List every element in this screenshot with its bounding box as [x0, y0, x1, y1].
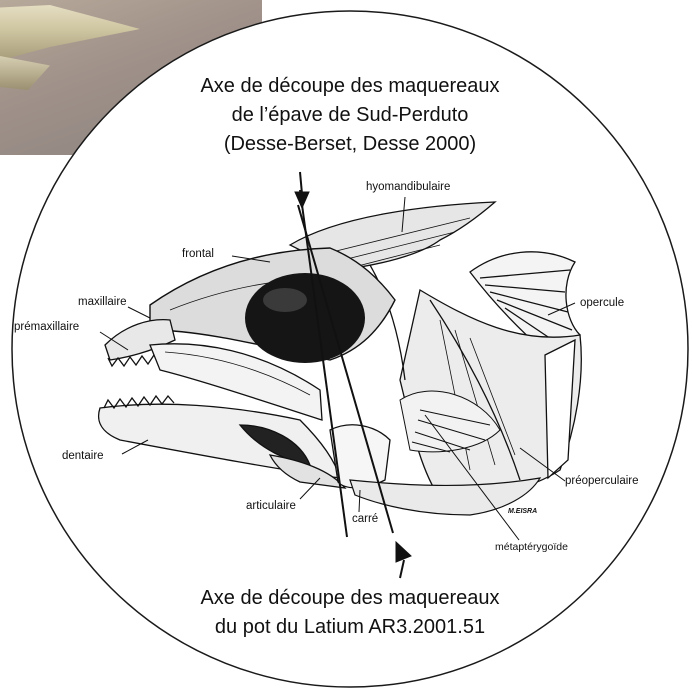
label-maxillaire: maxillaire: [78, 296, 127, 308]
caption-top-line-1: Axe de découpe des maquereaux: [120, 72, 580, 101]
orbit: [245, 273, 365, 363]
label-articulaire: articulaire: [246, 500, 296, 512]
label-metapterygoide: métaptérygoïde: [495, 541, 568, 553]
label-carre: carré: [352, 513, 378, 525]
caption-top-line-3: (Desse-Berset, Desse 2000): [120, 130, 580, 159]
label-hyomandibulaire: hyomandibulaire: [366, 181, 450, 193]
caption-top: Axe de découpe des maquereaux de l’épave…: [120, 72, 580, 159]
label-dentaire: dentaire: [62, 450, 104, 462]
label-frontal: frontal: [182, 248, 214, 260]
caption-top-line-2: de l’épave de Sud-Perduto: [120, 101, 580, 130]
label-opercule: opercule: [580, 297, 624, 309]
caption-bottom: Axe de découpe des maquereaux du pot du …: [120, 584, 580, 642]
illustrator-signature: M.EISRA: [508, 508, 537, 515]
caption-bottom-line-1: Axe de découpe des maquereaux: [120, 584, 580, 613]
label-preoperculaire: préoperculaire: [565, 475, 639, 487]
label-premaxillaire: prémaxillaire: [14, 321, 79, 333]
caption-bottom-line-2: du pot du Latium AR3.2001.51: [120, 613, 580, 642]
